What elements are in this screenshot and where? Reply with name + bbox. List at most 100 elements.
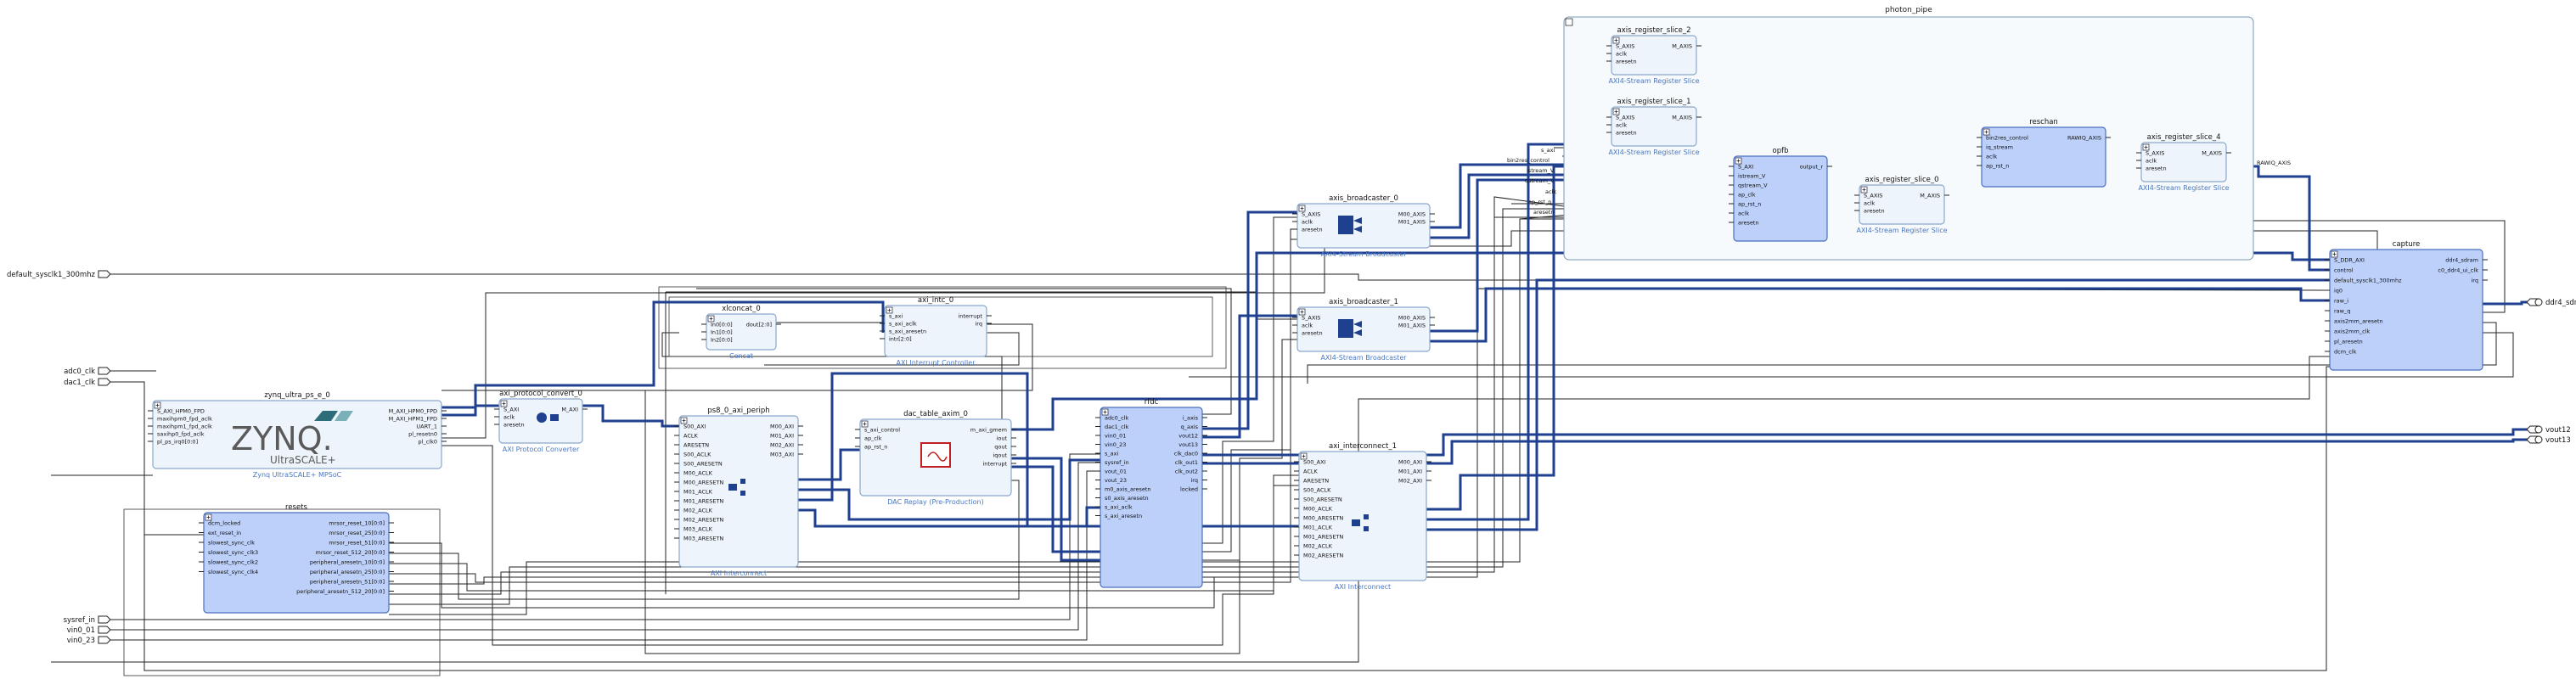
net-label-binres: bin2res_control	[1507, 157, 1550, 164]
block-bc1[interactable]: axis_broadcaster_1S_AXISaclkaresetnM00_A…	[1292, 298, 1435, 362]
external-port-vin01[interactable]: vin0_01	[67, 626, 111, 635]
block-rs0[interactable]: axis_register_slice_0S_AXISaclkaresetnM_…	[1854, 176, 1949, 234]
block-body[interactable]	[1296, 306, 1431, 352]
pin-left: aresetn	[1738, 220, 1759, 227]
external-port-ddr4[interactable]: ddr4_sdram	[2526, 298, 2576, 307]
pin-left: s_axi	[889, 313, 903, 320]
pin-left: ext_reset_in	[208, 530, 241, 536]
glyph-part	[1338, 319, 1353, 338]
external-port-dac1[interactable]: dac1_clk	[64, 378, 111, 387]
block-body[interactable]	[1611, 106, 1697, 147]
pin-left: S00_ARESETN	[683, 461, 723, 468]
pin-left: s_axi_aclk	[1105, 504, 1133, 511]
pin-right: mrsor_reset_25[0:0]	[329, 530, 385, 536]
block-body[interactable]	[152, 400, 442, 469]
pin-right: ddr4_sdram	[2445, 257, 2478, 264]
block-body[interactable]	[1611, 35, 1697, 76]
block-xlconcat[interactable]: xlconcat_0In0[0:0]In1[0:0]In2[0:0]dout[2…	[701, 305, 781, 360]
pin-left: aclk	[1616, 122, 1627, 129]
bus-net	[442, 300, 885, 417]
plus-icon	[1614, 109, 1618, 114]
bus-net	[1202, 314, 1297, 439]
glyph-part	[550, 414, 559, 421]
pin-right: clk_out2	[1175, 469, 1198, 475]
net	[1307, 322, 2497, 384]
plus-icon	[1736, 159, 1741, 163]
external-port-sysref[interactable]: sysref_in	[64, 615, 111, 625]
net	[110, 462, 1100, 631]
pin-left: default_sysclk1_300mhz	[2334, 278, 2402, 284]
block-body[interactable]	[1298, 451, 1427, 581]
block-title: rfdc	[1145, 398, 1159, 407]
block-opfb[interactable]: opfbS_AXIistream_Vqstream_Vap_clkap_rst_…	[1729, 147, 1832, 242]
block-zynq[interactable]: zynq_ultra_ps_e_0S_AXI_HPM0_FPDmaxihpm0_…	[148, 391, 447, 479]
pin-left: aresetn	[1616, 59, 1637, 65]
bus-net	[1430, 287, 2330, 343]
plus-icon	[1984, 130, 1988, 134]
pin-right: output_r	[1800, 164, 1824, 171]
external-port-vout13[interactable]: vout13	[2526, 435, 2571, 445]
pin-left: M03_ARESETN	[683, 536, 723, 542]
block-capture[interactable]: captureS_DDR_AXIcontroldefault_sysclk1_3…	[2325, 240, 2488, 371]
zynq-logo-mark	[335, 411, 353, 421]
block-rs2[interactable]: axis_register_slice_2S_AXISaclkaresetnM_…	[1606, 26, 1701, 85]
external-port-vin23[interactable]: vin0_23	[67, 636, 111, 645]
block-body[interactable]	[1296, 203, 1431, 249]
pin-right: mrsor_reset_51[0:0]	[329, 540, 385, 547]
net	[389, 196, 1735, 595]
pin-right: q_axis	[1181, 424, 1199, 430]
plus-icon	[1103, 410, 1107, 414]
block-body[interactable]	[1981, 126, 2106, 188]
pin-right: M02_AXI	[770, 442, 794, 449]
glyph-part	[1338, 216, 1353, 234]
pin-left: In1[0:0]	[711, 329, 733, 336]
pin-left: dac1_clk	[1105, 424, 1128, 430]
block-ps8[interactable]: ps8_0_axi_periphS00_AXIACLKARESETNS00_AC…	[674, 407, 803, 577]
external-port-sysclk[interactable]: default_sysclk1_300mhz	[7, 270, 111, 279]
bus-net	[582, 404, 679, 428]
block-body[interactable]	[203, 512, 390, 614]
pin-right: M_AXIS	[1920, 193, 1940, 199]
block-bc0[interactable]: axis_broadcaster_0S_AXISaclkaresetnM00_A…	[1292, 194, 1435, 258]
bus-net	[1426, 278, 2330, 531]
collapse-icon[interactable]	[1565, 18, 1573, 26]
block-subtitle: AXI4-Stream Broadcaster	[1320, 250, 1407, 258]
pin-left: M02_ARESETN	[1303, 553, 1343, 559]
pin-left: M00_ACLK	[683, 470, 713, 477]
block-body[interactable]	[1733, 155, 1828, 242]
block-ic1[interactable]: axi_interconnect_1S00_AXIACLKARESETNS00_…	[1294, 442, 1431, 591]
pin-left: ap_clk	[1738, 192, 1756, 199]
bus-net	[1011, 251, 2330, 431]
plus-icon	[1300, 206, 1304, 210]
block-body[interactable]	[2329, 249, 2483, 371]
block-rs4[interactable]: axis_register_slice_4S_AXISaclkaresetnM_…	[2136, 133, 2231, 192]
pin-left: S00_ACLK	[683, 452, 711, 458]
pin-left: M00_ARESETN	[683, 480, 723, 486]
pin-left: s_axi_control	[864, 427, 900, 434]
block-body[interactable]	[1859, 184, 1945, 225]
block-reschan[interactable]: reschanbin2res_controliq_streamaclkap_rs…	[1977, 118, 2111, 188]
pin-left: S00_ARESETN	[1303, 497, 1342, 503]
external-port-adc0[interactable]: adc0_clk	[64, 367, 111, 376]
block-rfdc[interactable]: rfdcadc0_clkdac1_clkvin0_01vin0_23s_axis…	[1095, 398, 1207, 588]
interconnect-glyph-icon	[728, 479, 745, 496]
pin-left: iq0	[2334, 288, 2343, 295]
block-rs1[interactable]: axis_register_slice_1S_AXISaclkaresetnM_…	[1606, 98, 1701, 156]
pin-left: S_AXI_HPM0_FPD	[157, 408, 205, 415]
pin-left: maxihpm1_fpd_aclk	[157, 424, 212, 430]
pin-left: aresetn	[2146, 166, 2167, 172]
pin-left: aclk	[1302, 323, 1313, 329]
block-body[interactable]	[2140, 142, 2227, 182]
glyph-part	[728, 484, 737, 491]
block-resets[interactable]: resetsdcm_lockedext_reset_inslowest_sync…	[199, 503, 394, 614]
block-intc[interactable]: axi_intc_0s_axis_axi_aclks_axi_aresetnin…	[880, 296, 992, 367]
port-label: ddr4_sdram	[2545, 299, 2576, 307]
bus-net	[1011, 457, 1100, 562]
port-arrow-icon	[98, 367, 111, 375]
plus-icon	[206, 515, 211, 519]
external-port-vout12[interactable]: vout12	[2526, 425, 2571, 435]
pin-left: sysref_in	[1105, 459, 1129, 466]
pin-left: aclk	[1864, 200, 1875, 207]
pin-left: aclk	[1616, 51, 1627, 58]
